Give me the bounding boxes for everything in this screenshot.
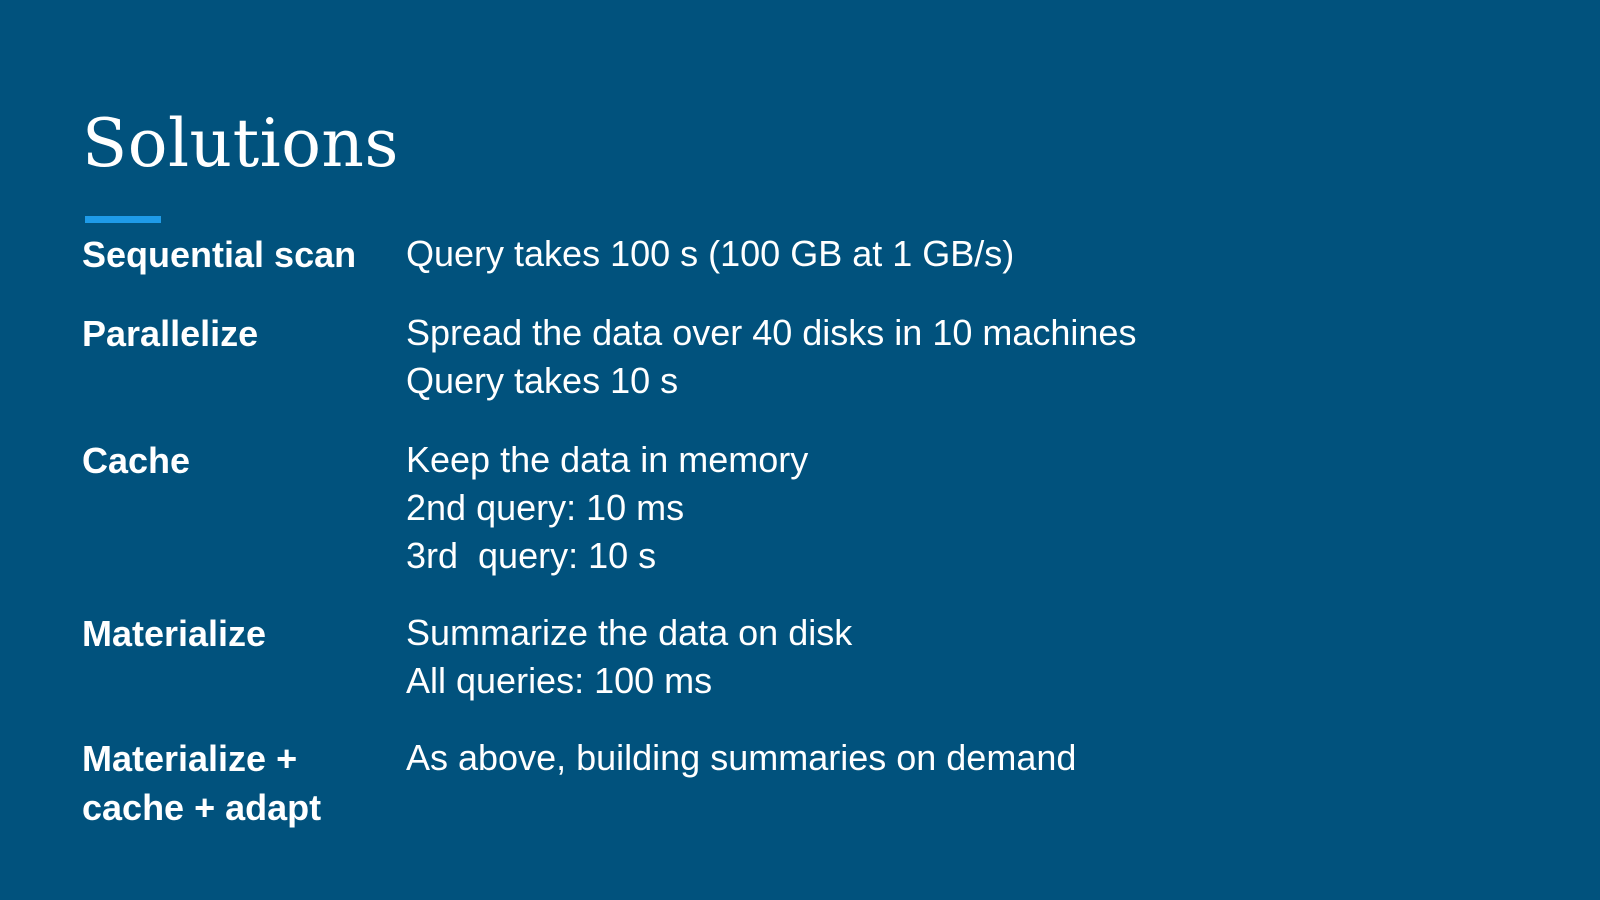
row-description-line: Query takes 100 s (100 GB at 1 GB/s) bbox=[406, 233, 1015, 274]
row-label: Materialize + cache + adapt bbox=[82, 734, 392, 832]
row-label-line: cache + adapt bbox=[82, 787, 322, 828]
row-label-line: Materialize bbox=[82, 613, 267, 654]
slide-title: Solutions bbox=[82, 105, 399, 182]
row-description-line: Summarize the data on disk bbox=[406, 612, 853, 653]
row-description: Spread the data over 40 disks in 10 mach… bbox=[406, 309, 1136, 405]
row-label-line: Sequential scan bbox=[82, 234, 357, 275]
row-description: Query takes 100 s (100 GB at 1 GB/s) bbox=[406, 230, 1014, 278]
row-description: Keep the data in memory 2nd query: 10 ms… bbox=[406, 436, 808, 580]
row-label-line: Cache bbox=[82, 440, 191, 481]
row-description: Summarize the data on disk All queries: … bbox=[406, 609, 852, 705]
row-label-line: Materialize + bbox=[82, 738, 298, 779]
row-label: Materialize bbox=[82, 609, 392, 658]
row-label-line: Parallelize bbox=[82, 313, 259, 354]
row-description-line: As above, building summaries on demand bbox=[406, 737, 1077, 778]
row-description-line: All queries: 100 ms bbox=[406, 660, 713, 701]
row-description-line: 2nd query: 10 ms bbox=[406, 487, 685, 528]
row-label: Sequential scan bbox=[82, 230, 392, 279]
row-label: Cache bbox=[82, 436, 392, 485]
row-label: Parallelize bbox=[82, 309, 392, 358]
row-description-line: Spread the data over 40 disks in 10 mach… bbox=[406, 312, 1137, 353]
title-accent-bar bbox=[85, 216, 161, 223]
row-description-line: 3rd query: 10 s bbox=[406, 535, 657, 576]
row-description-line: Keep the data in memory bbox=[406, 439, 809, 480]
row-description: As above, building summaries on demand bbox=[406, 734, 1076, 782]
row-description-line: Query takes 10 s bbox=[406, 360, 679, 401]
